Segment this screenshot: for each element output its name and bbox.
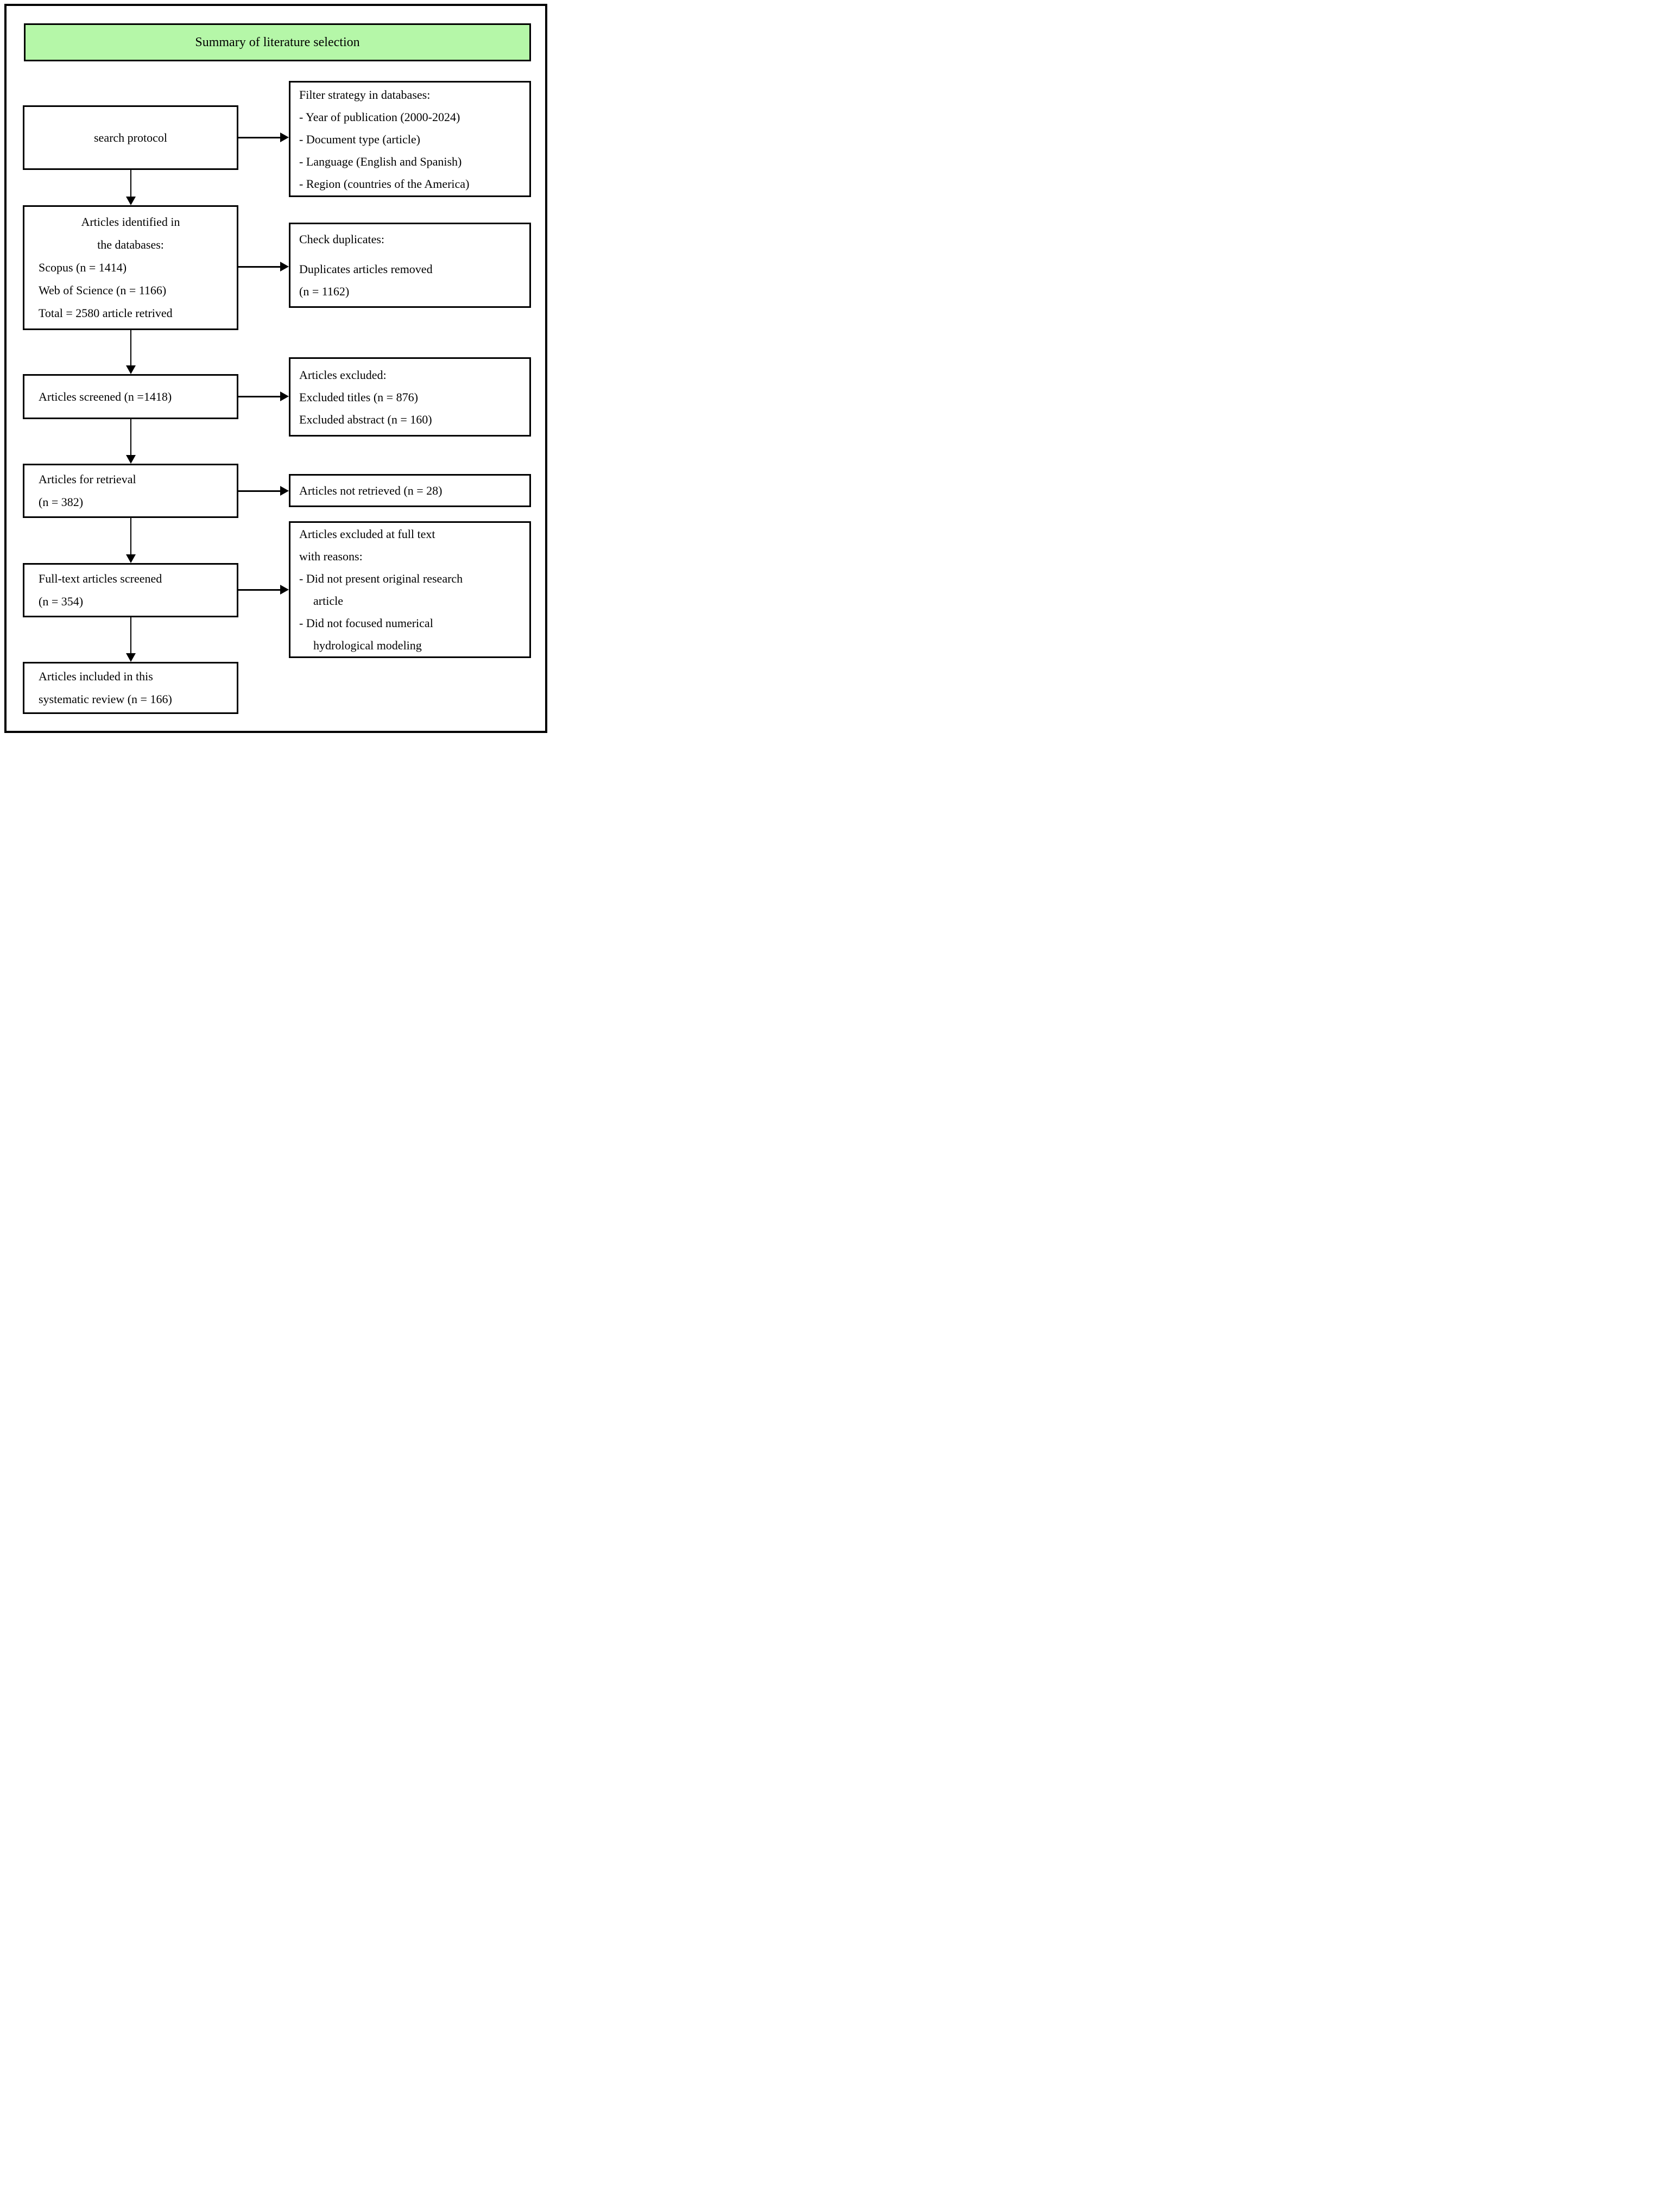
connector-search-to-identified <box>130 170 131 197</box>
retrieval-line1: Articles for retrieval <box>39 472 136 486</box>
box-search-protocol: search protocol <box>23 105 238 170</box>
connector-screened-to-retrieval <box>130 419 131 455</box>
excluded-fulltext-reason1: - Did not present original research <box>299 572 463 585</box>
arrow-right-icon <box>280 132 289 142</box>
fulltext-line1: Full-text articles screened <box>39 572 162 585</box>
diagram-title: Summary of literature selection <box>195 35 360 49</box>
connector-fulltext-to-included <box>130 617 131 653</box>
arrow-down-icon <box>126 197 136 205</box>
box-search-protocol-text: search protocol <box>94 130 167 144</box>
arrow-right-icon <box>280 486 289 496</box>
arrow-down-icon <box>126 365 136 374</box>
filter-strategy-heading: Filter strategy in databases: <box>299 87 431 102</box>
arrow-right-icon <box>280 262 289 271</box>
check-duplicates-removed: Duplicates articles removed <box>299 262 433 276</box>
retrieval-line2: (n = 382) <box>39 495 84 509</box>
connector-retrieval-to-fulltext <box>130 518 131 554</box>
identified-scopus: Scopus (n = 1414) <box>39 261 127 274</box>
filter-strategy-item-doctype: - Document type (article) <box>299 132 420 146</box>
check-duplicates-heading: Check duplicates: <box>299 232 385 246</box>
box-articles-included: Articles included in this systematic rev… <box>23 662 238 714</box>
arrow-down-icon <box>126 455 136 464</box>
connector-identified-to-duplicates <box>238 266 280 268</box>
box-check-duplicates: Check duplicates: Duplicates articles re… <box>289 223 531 308</box>
box-fulltext-screened: Full-text articles screened (n = 354) <box>23 563 238 617</box>
connector-search-to-filter <box>238 137 280 138</box>
box-articles-for-retrieval: Articles for retrieval (n = 382) <box>23 464 238 518</box>
connector-fulltext-to-excludedfulltext <box>238 589 280 591</box>
articles-excluded-heading: Articles excluded: <box>299 368 387 382</box>
not-retrieved-text: Articles not retrieved (n = 28) <box>299 484 443 497</box>
arrow-down-icon <box>126 653 136 662</box>
identified-wos: Web of Science (n = 1166) <box>39 283 167 297</box>
excluded-fulltext-reason2-cont: hydrological modeling <box>313 639 422 652</box>
excluded-fulltext-heading1: Articles excluded at full text <box>299 527 435 541</box>
check-duplicates-count: (n = 1162) <box>299 285 350 298</box>
excluded-abstract: Excluded abstract (n = 160) <box>299 412 432 426</box>
title-bar: Summary of literature selection <box>24 23 531 61</box>
included-line2: systematic review (n = 166) <box>39 692 172 706</box>
box-articles-excluded: Articles excluded: Excluded titles (n = … <box>289 357 531 437</box>
arrow-right-icon <box>280 391 289 401</box>
included-line1: Articles included in this <box>39 669 153 683</box>
excluded-fulltext-reason2: - Did not focused numerical <box>299 616 433 630</box>
excluded-fulltext-heading2: with reasons: <box>299 549 363 563</box>
connector-retrieval-to-notretrieved <box>238 490 280 492</box>
filter-strategy-item-language: - Language (English and Spanish) <box>299 154 462 168</box>
box-filter-strategy: Filter strategy in databases: - Year of … <box>289 81 531 197</box>
box-articles-not-retrieved: Articles not retrieved (n = 28) <box>289 474 531 507</box>
box-articles-screened: Articles screened (n =1418) <box>23 374 238 419</box>
connector-screened-to-excluded <box>238 396 280 397</box>
arrow-right-icon <box>280 585 289 595</box>
page-border <box>4 4 547 733</box>
fulltext-line2: (n = 354) <box>39 595 84 608</box>
arrow-down-icon <box>126 554 136 563</box>
box-excluded-fulltext: Articles excluded at full text with reas… <box>289 521 531 658</box>
identified-heading-line2: the databases: <box>97 238 164 251</box>
literature-selection-diagram: Summary of literature selection search p… <box>0 0 552 737</box>
identified-heading-line1: Articles identified in <box>81 215 180 229</box>
excluded-titles: Excluded titles (n = 876) <box>299 390 418 404</box>
filter-strategy-item-year: - Year of publication (2000-2024) <box>299 110 460 124</box>
connector-identified-to-screened <box>130 330 131 365</box>
articles-screened-text: Articles screened (n =1418) <box>39 389 172 403</box>
excluded-fulltext-reason1-cont: article <box>313 594 343 608</box>
identified-total: Total = 2580 article retrived <box>39 306 173 320</box>
filter-strategy-item-region: - Region (countries of the America) <box>299 176 470 191</box>
box-articles-identified: Articles identified in the databases: Sc… <box>23 205 238 330</box>
